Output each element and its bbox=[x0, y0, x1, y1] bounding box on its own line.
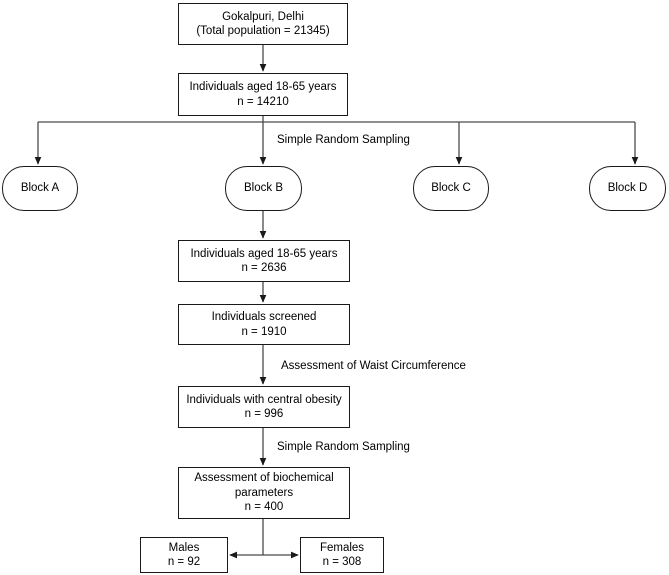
population-box-line-2: (Total population = 21345) bbox=[196, 25, 330, 37]
individuals-aged-total-box-line-2: n = 14210 bbox=[237, 95, 289, 108]
biochemical-assessment-box-line-3: n = 400 bbox=[244, 501, 284, 514]
block-c-node: Block C bbox=[413, 166, 489, 211]
central-obesity-box: Individuals with central obesity n = 996 bbox=[178, 386, 350, 428]
biochemical-assessment-box-line-1: Assessment of biochemical bbox=[194, 472, 334, 485]
block-a-node-line-1: Block A bbox=[20, 182, 60, 195]
block-d-node-line-1: Block D bbox=[607, 182, 648, 195]
individuals-aged-blockb-box-line-1: Individuals aged 18-65 years bbox=[190, 247, 338, 260]
females-box: Females n = 308 bbox=[300, 537, 384, 573]
individuals-aged-total-box-line-1: Individuals aged 18-65 years bbox=[189, 81, 337, 93]
males-box-line-2: n = 92 bbox=[167, 556, 201, 568]
individuals-screened-box: Individuals screened n = 1910 bbox=[178, 304, 350, 345]
block-c-node-line-1: Block C bbox=[431, 182, 471, 195]
individuals-screened-box-line-1: Individuals screened bbox=[211, 311, 317, 323]
individuals-aged-total-box: Individuals aged 18-65 years n = 14210 bbox=[178, 73, 348, 116]
females-box-line-2: n = 308 bbox=[322, 556, 362, 568]
individuals-aged-blockb-box-line-2: n = 2636 bbox=[241, 262, 287, 274]
block-b-node-line-1: Block B bbox=[244, 182, 283, 195]
central-obesity-box-line-1: Individuals with central obesity bbox=[186, 393, 342, 406]
population-box: Gokalpuri, Delhi (Total population = 2134… bbox=[178, 3, 348, 45]
edge-label-simple-random-sampling-blocks: Simple Random Sampling bbox=[277, 134, 410, 146]
edge-label-waist-circumference: Assessment of Waist Circumference bbox=[281, 360, 466, 372]
block-d-node: Block D bbox=[589, 166, 666, 211]
block-b-node: Block B bbox=[225, 166, 302, 211]
males-box: Males n = 92 bbox=[140, 537, 228, 573]
edge-label-simple-random-sampling-biochem: Simple Random Sampling bbox=[277, 441, 410, 453]
central-obesity-box-line-2: n = 996 bbox=[244, 408, 284, 420]
block-a-node: Block A bbox=[2, 166, 78, 211]
population-box-line-1: Gokalpuri, Delhi bbox=[222, 10, 304, 23]
individuals-aged-blockb-box: Individuals aged 18-65 years n = 2636 bbox=[178, 240, 350, 282]
individuals-screened-box-line-2: n = 1910 bbox=[241, 325, 287, 338]
males-box-line-1: Males bbox=[168, 541, 200, 554]
females-box-line-1: Females bbox=[319, 541, 365, 554]
biochemical-assessment-box-line-2: parameters bbox=[234, 486, 294, 499]
